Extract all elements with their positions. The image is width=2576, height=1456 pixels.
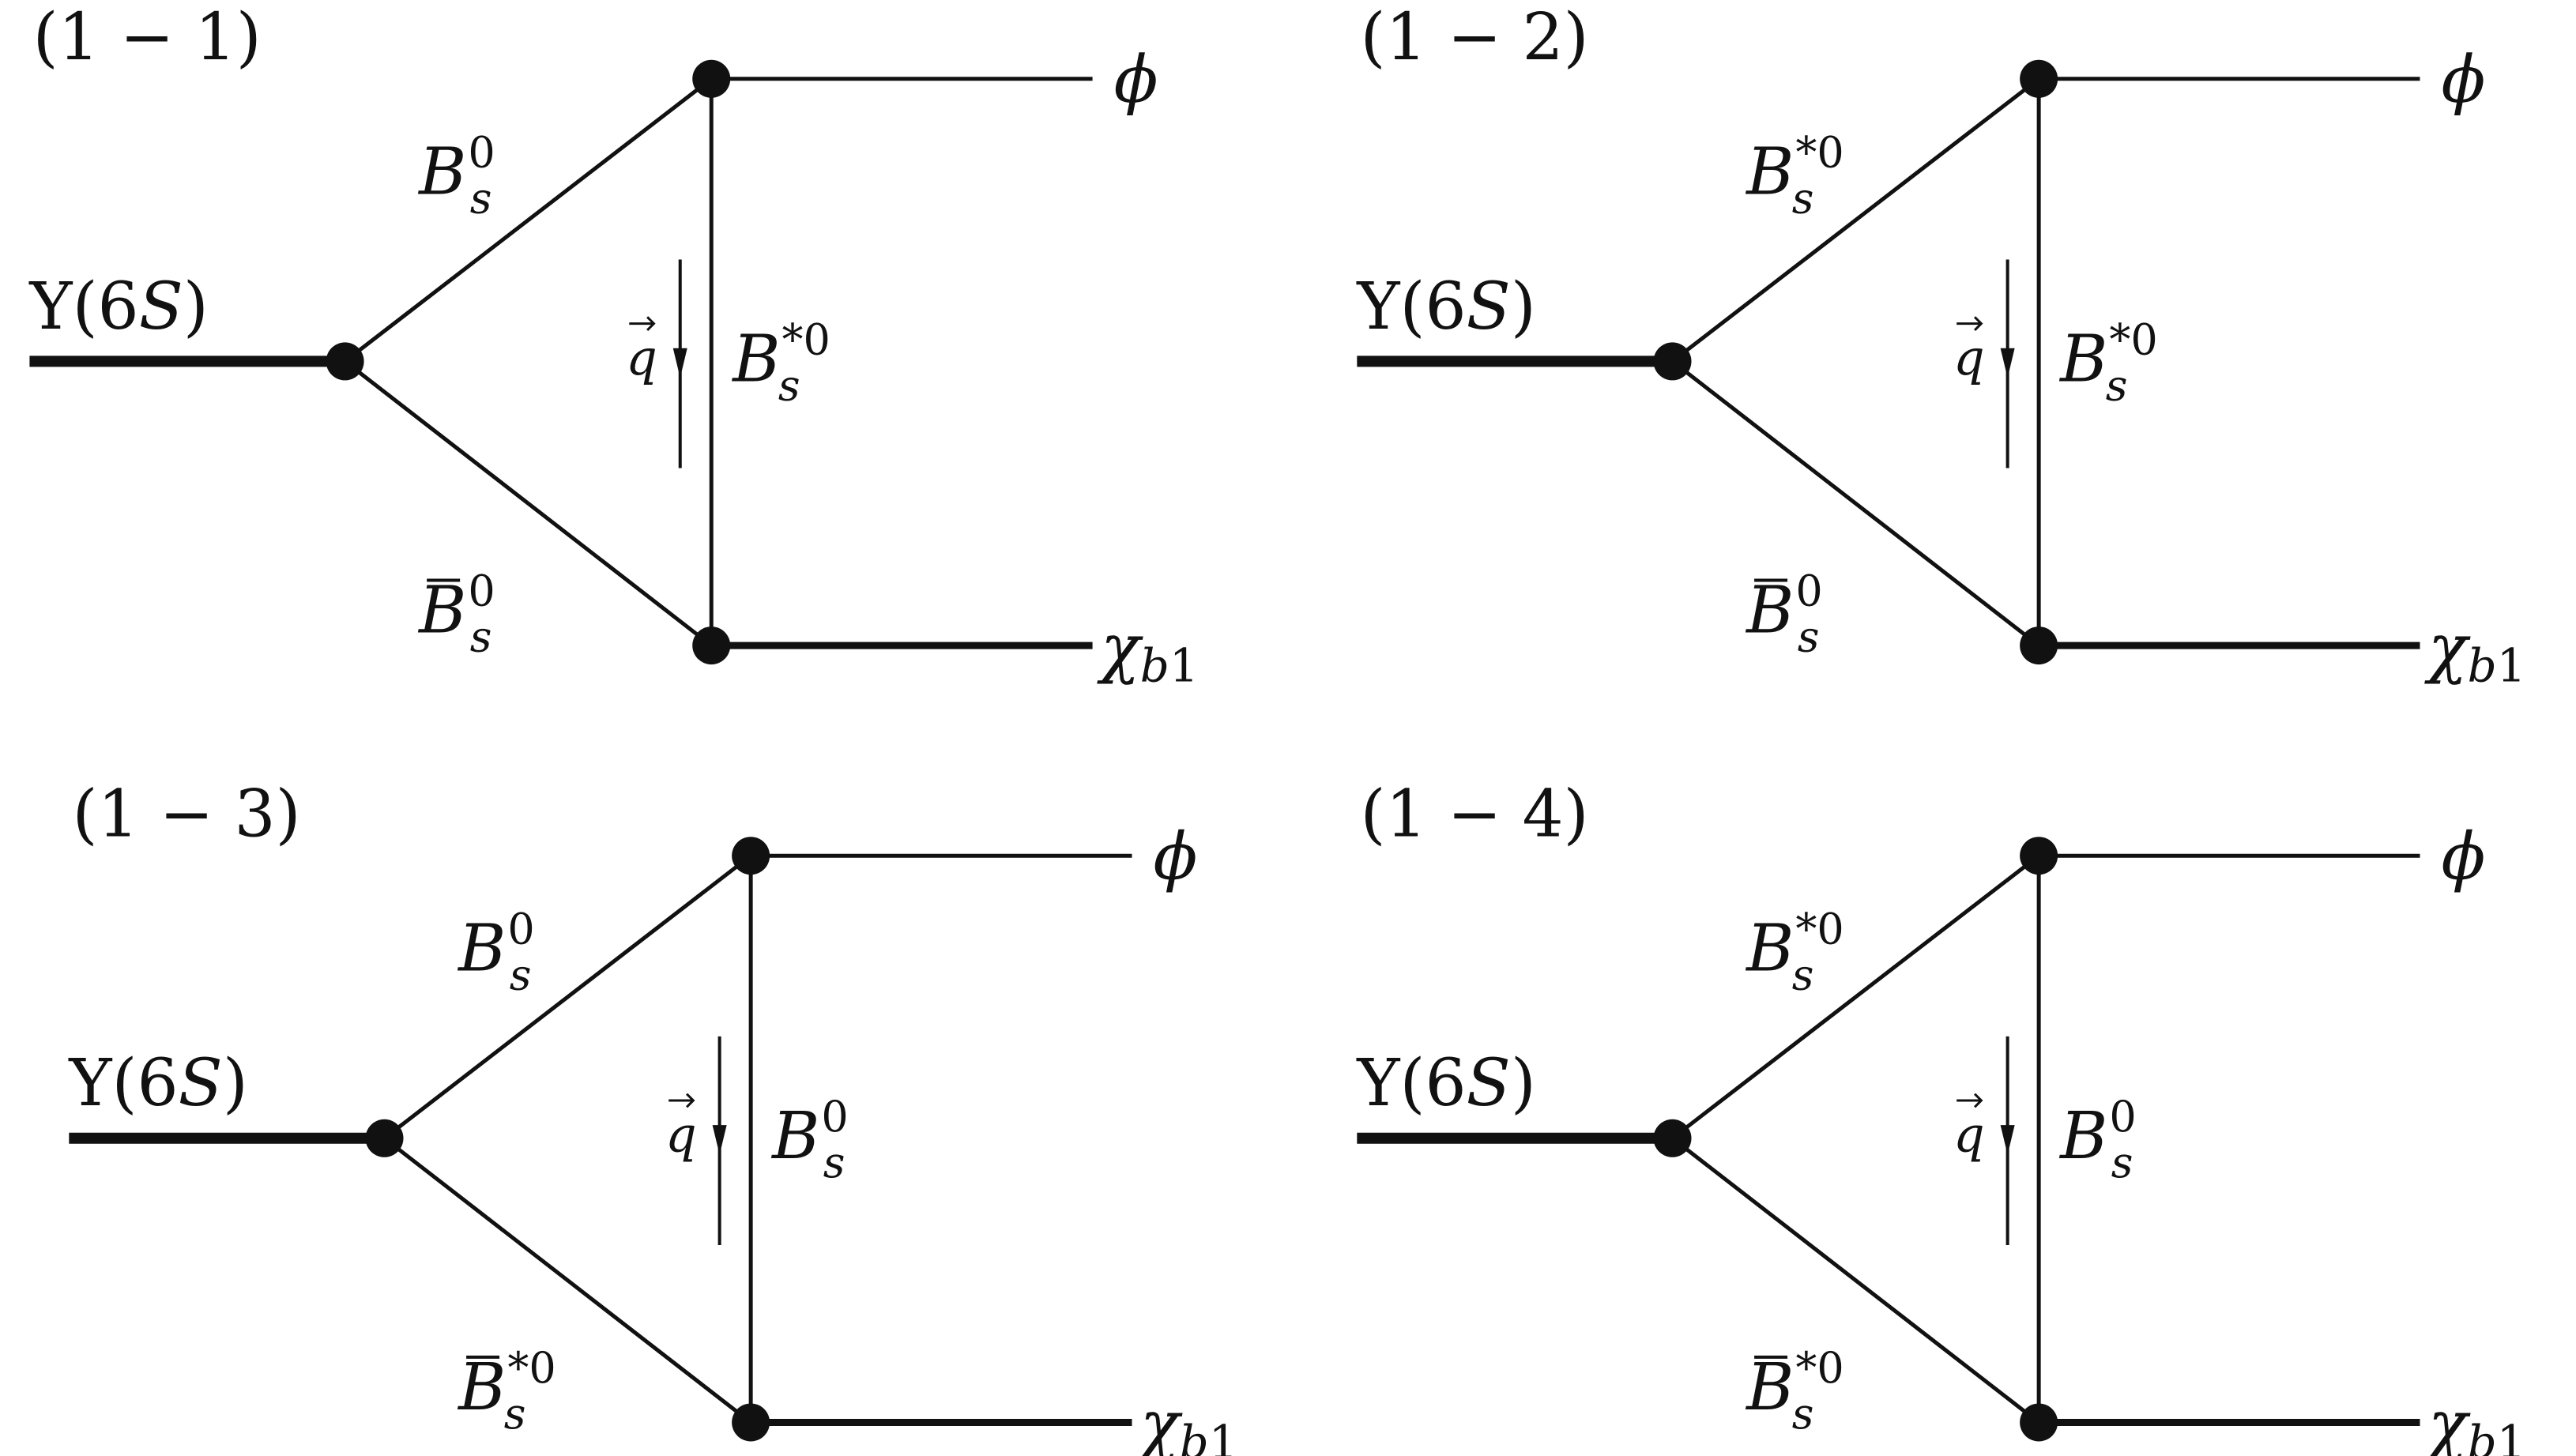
momentum-label: q: [1953, 329, 1985, 386]
vertex-top: [732, 837, 770, 875]
phi-label: ϕ: [1154, 819, 1198, 894]
vector-arrow: [1956, 1093, 1983, 1108]
lower-propagator: [1670, 359, 2040, 648]
vertex-bottom: [732, 1403, 770, 1442]
chi-label: χb1: [2424, 611, 2526, 692]
chi-label: χb1: [1136, 1388, 1238, 1456]
lower-propagator: [382, 1136, 752, 1424]
vertex-left: [1653, 1119, 1692, 1157]
incoming-label: Υ(6S): [1356, 1046, 1536, 1121]
momentum-label: q: [626, 329, 657, 386]
phi-label: ϕ: [2442, 819, 2486, 894]
momentum-arrowhead: [2000, 348, 2015, 378]
incoming-label: Υ(6S): [68, 1046, 247, 1121]
vector-arrow: [629, 316, 656, 331]
vertex-top: [2020, 837, 2058, 875]
vertex-bottom: [2020, 626, 2058, 665]
momentum-arrowhead: [712, 1125, 727, 1155]
diagram-tag: (1 − 4): [1360, 777, 1588, 852]
vertex-left: [365, 1119, 404, 1157]
upper-propagator: [344, 77, 713, 363]
phi-label: ϕ: [1114, 43, 1158, 118]
diagram-tag: (1 − 1): [33, 0, 262, 75]
upper-propagator: [382, 854, 752, 1140]
vertex-top: [2020, 59, 2058, 98]
diagram-tag: (1 − 3): [72, 777, 300, 852]
vector-arrow: [668, 1093, 695, 1108]
vertex-top: [692, 59, 731, 98]
phi-label: ϕ: [2442, 43, 2486, 118]
vector-arrow: [1956, 316, 1983, 331]
upper-propagator: [1670, 77, 2040, 363]
incoming-label: Υ(6S): [1356, 269, 1536, 344]
lower-propagator: [1670, 1136, 2040, 1424]
incoming-label: Υ(6S): [28, 269, 209, 344]
chi-label: χb1: [1097, 611, 1199, 692]
lower-propagator: [344, 359, 713, 648]
vertex-bottom: [2020, 1403, 2058, 1442]
upper-propagator: [1670, 854, 2040, 1140]
diagram-tag: (1 − 2): [1360, 0, 1588, 75]
momentum-arrowhead: [2000, 1125, 2015, 1155]
momentum-label: q: [665, 1105, 697, 1163]
vertex-bottom: [692, 626, 731, 665]
momentum-label: q: [1953, 1105, 1985, 1163]
momentum-arrowhead: [672, 348, 687, 378]
vertex-left: [326, 342, 364, 381]
chi-label: χb1: [2424, 1388, 2526, 1456]
vertex-left: [1653, 342, 1692, 381]
